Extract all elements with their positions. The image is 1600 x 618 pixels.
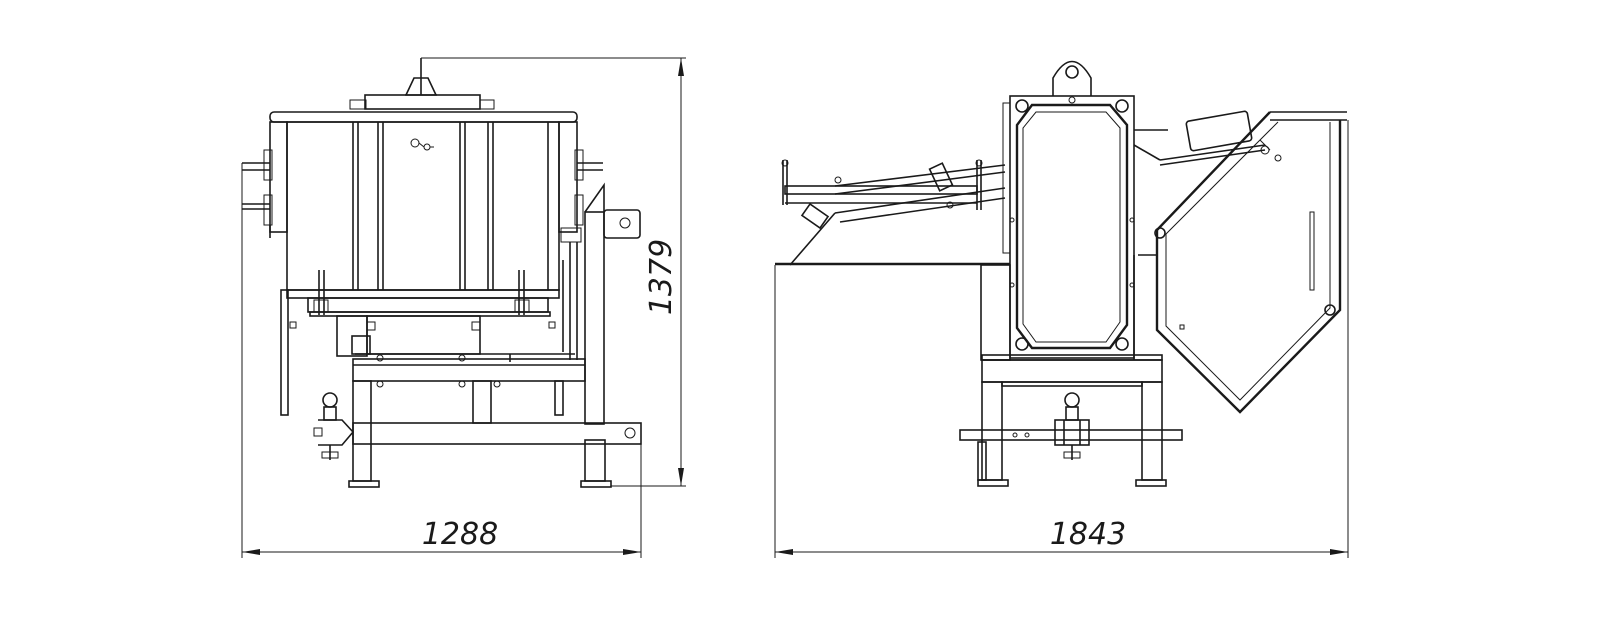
front-height-label: 1379: [644, 239, 679, 315]
side-view: [775, 60, 1347, 487]
side-hitch: [1054, 392, 1090, 460]
side-discharge-door: [1154, 111, 1347, 414]
dimension-lines: 1288 1379 1843: [241, 57, 1349, 558]
front-top-rail: [269, 111, 578, 123]
side-base-frame: [959, 264, 1183, 487]
front-crossbar: [352, 422, 642, 445]
front-height-dimension: 1379: [421, 57, 686, 487]
front-mounting-plate: [584, 182, 641, 425]
front-width-label: 1288: [422, 517, 498, 552]
front-lifting-bracket: [349, 58, 495, 110]
front-right-side: [558, 121, 603, 360]
front-hopper-body: [286, 121, 560, 291]
side-feed-chute: [775, 187, 1010, 266]
front-lower-ledge: [286, 270, 560, 329]
side-length-dimension: 1843: [774, 120, 1349, 558]
front-width-dimension: 1288: [241, 163, 642, 558]
front-base-frame: [348, 354, 612, 488]
side-length-label: 1843: [1050, 517, 1126, 552]
front-hitch: [313, 392, 355, 460]
front-left-side: [242, 121, 297, 416]
side-drive-motor: [1159, 110, 1266, 166]
front-view: [242, 58, 642, 488]
side-feed-tray: [781, 159, 1006, 230]
side-cutter-housing: [1002, 60, 1168, 360]
front-drive-block: [336, 315, 575, 362]
